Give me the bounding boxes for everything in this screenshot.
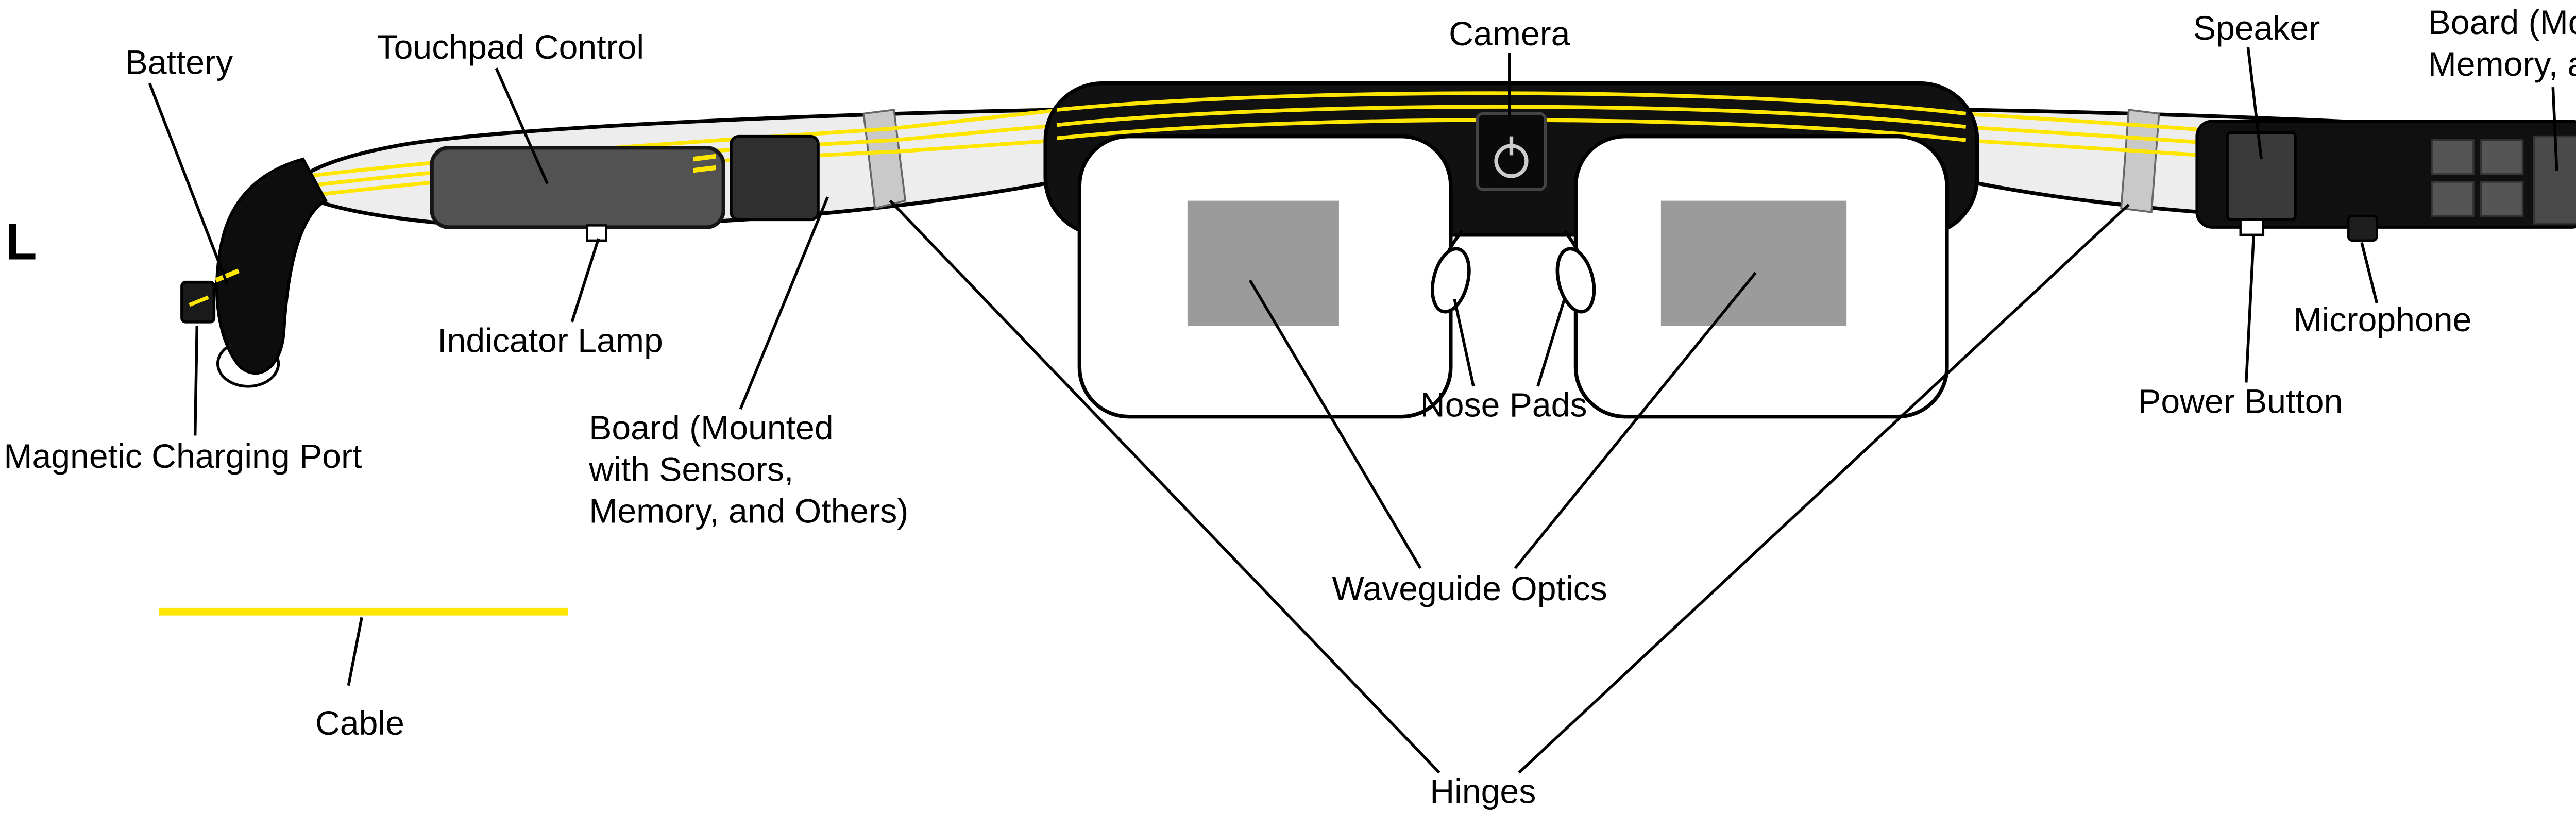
battery-cable-mark bbox=[215, 268, 240, 283]
charging-port-cable-mark bbox=[189, 295, 209, 307]
board-chip-2 bbox=[2480, 139, 2524, 176]
board-left-label-line3: Memory, and Others) bbox=[589, 493, 908, 531]
waveguide-optics-label: Waveguide Optics bbox=[1332, 570, 1607, 608]
touchpad-control-label: Touchpad Control bbox=[377, 28, 645, 66]
hinges-label: Hinges bbox=[1430, 773, 1536, 811]
touchpad-callout-line bbox=[495, 67, 549, 184]
nose-pad-right-shape bbox=[1555, 247, 1596, 314]
nose-pad-right-callout-line bbox=[1536, 298, 1566, 387]
left-board-shape bbox=[730, 134, 820, 222]
board-left-label-line2: with Sensors, bbox=[588, 451, 793, 489]
right-hinge-shape bbox=[2120, 109, 2160, 213]
power-button-callout-line bbox=[2245, 234, 2256, 383]
left-side-marker: L bbox=[6, 214, 37, 271]
board-right-callout-line bbox=[2551, 87, 2558, 171]
waveguide-optics-left-shape bbox=[1187, 200, 1339, 326]
indicator-lamp-shape bbox=[586, 224, 607, 242]
cable-connector-mark-1 bbox=[692, 154, 717, 162]
waveguide-right-callout-line bbox=[1514, 272, 1757, 569]
charging-port-callout-line bbox=[193, 326, 199, 436]
waveguide-optics-right-shape bbox=[1660, 200, 1847, 326]
left-ear-hook-group bbox=[180, 157, 328, 388]
microphone-callout-line bbox=[2360, 242, 2379, 303]
speaker-shape bbox=[2226, 131, 2297, 222]
indicator-lamp-callout-line bbox=[570, 238, 600, 323]
right-temple-group bbox=[1962, 108, 2576, 242]
board-chip-3 bbox=[2431, 181, 2475, 217]
cable-label: Cable bbox=[315, 704, 404, 742]
power-button-label: Power Button bbox=[2138, 382, 2343, 420]
power-button-shape bbox=[2239, 218, 2265, 236]
speaker-callout-line bbox=[2246, 47, 2263, 160]
board-right-label-line2: Memory, and Others) bbox=[2428, 45, 2576, 83]
waveguide-left-callout-line bbox=[1248, 279, 1422, 569]
cable-callout-line bbox=[347, 617, 363, 686]
board-chip-1 bbox=[2431, 139, 2475, 176]
microphone-shape bbox=[2347, 214, 2378, 242]
board-right-label-line1: Board (Mounted with Sensors, bbox=[2428, 4, 2576, 42]
speaker-label: Speaker bbox=[2193, 9, 2320, 47]
magnetic-charging-port-label: Magnetic Charging Port bbox=[4, 437, 362, 476]
microphone-label: Microphone bbox=[2294, 301, 2472, 339]
touchpad-shape bbox=[430, 146, 725, 229]
callout-lines bbox=[148, 47, 2558, 774]
battery-shape bbox=[215, 157, 328, 375]
hinge-right-callout-line bbox=[1518, 203, 2130, 774]
nose-pads-label: Nose Pads bbox=[1420, 386, 1587, 425]
nose-pad-left-shape bbox=[1431, 247, 1471, 314]
labels: Battery Touchpad Control Camera Speaker … bbox=[4, 4, 2576, 810]
board-left-label-line1: Board (Mounted bbox=[589, 409, 833, 447]
indicator-lamp-label: Indicator Lamp bbox=[437, 322, 663, 360]
nose-pad-left-callout-line bbox=[1453, 299, 1475, 387]
board-chip-4 bbox=[2480, 181, 2524, 217]
board-left-callout-line bbox=[739, 196, 829, 410]
frame-group bbox=[1043, 81, 1979, 419]
left-hinge-shape bbox=[862, 109, 907, 210]
hinge-left-callout-line bbox=[889, 199, 1440, 774]
battery-label: Battery bbox=[125, 43, 233, 81]
left-temple-group bbox=[291, 108, 1061, 242]
cable-connector-mark-2 bbox=[692, 165, 717, 173]
cable-legend bbox=[159, 607, 568, 686]
battery-callout-line bbox=[148, 82, 229, 285]
camera-label: Camera bbox=[1449, 15, 1570, 53]
